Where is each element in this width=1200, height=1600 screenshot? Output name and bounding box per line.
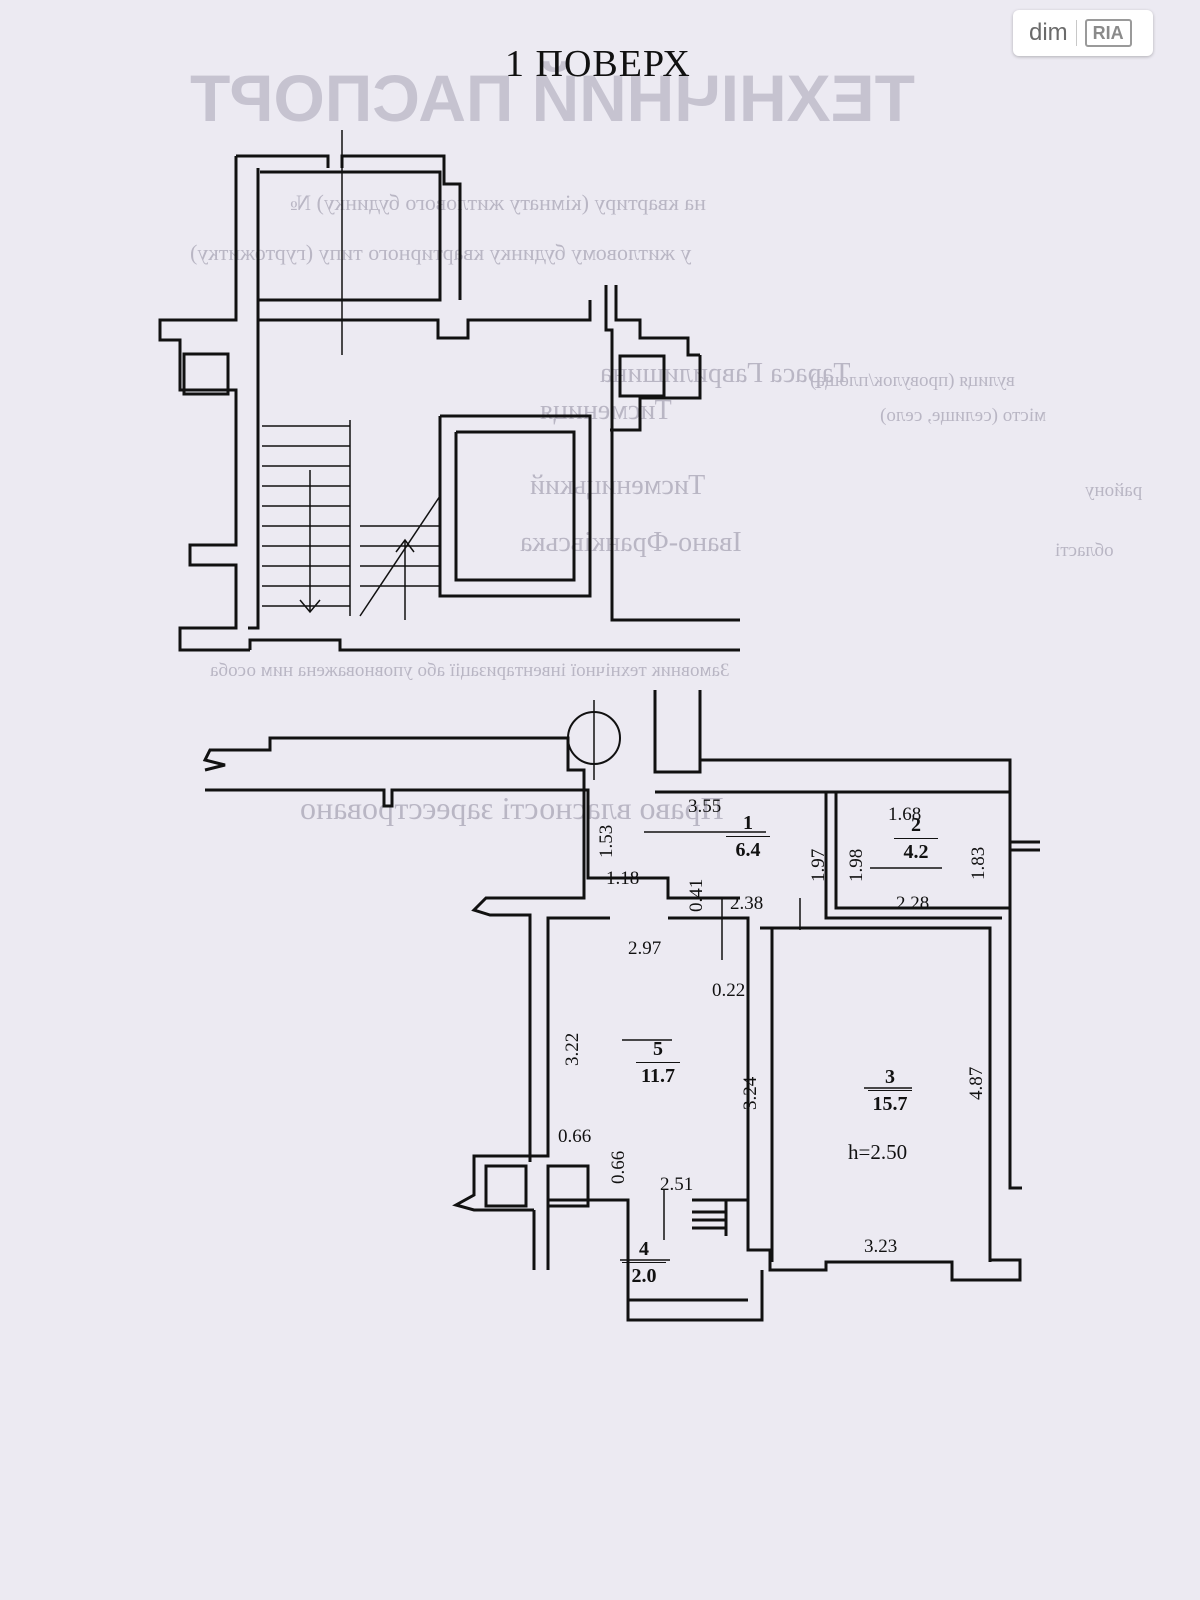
room-number: 5	[636, 1036, 680, 1063]
dimension-label: 4.87	[966, 1066, 987, 1100]
room-4-label: 4 2.0	[614, 1236, 674, 1289]
dimension-label: 1.83	[968, 846, 989, 880]
dim-ria-logo: dim RIA	[1013, 10, 1153, 56]
floor-title: 1 ПОВЕРХ	[505, 43, 691, 85]
dimension-label: 2.97	[628, 938, 662, 959]
dimension-label: 2.51	[660, 1174, 694, 1195]
dimension-label: 0.66	[558, 1126, 592, 1147]
room-area: 15.7	[872, 1093, 908, 1115]
dimension-label: 1.98	[846, 848, 867, 882]
room-1-label: 1 6.4	[718, 810, 778, 863]
dimension-lines	[341, 130, 942, 1261]
dimension-label: 2.28	[896, 893, 930, 914]
ceiling-height: h=2.50	[848, 1140, 908, 1164]
dimension-label: 1.53	[596, 824, 617, 858]
room-area: 11.7	[641, 1065, 675, 1087]
room-2-label: 2 4.2	[886, 812, 946, 865]
stairwell-walls	[158, 154, 740, 652]
dimension-label: 0.41	[686, 878, 707, 912]
dimension-label: 0.22	[712, 980, 746, 1001]
brand-secondary: RIA	[1084, 19, 1132, 47]
dimension-label: 3.55	[688, 796, 722, 817]
dimension-label: 1.18	[606, 868, 640, 889]
vent-shafts	[182, 352, 666, 1208]
dimension-label: 3.22	[562, 1032, 583, 1066]
room-area: 2.0	[631, 1265, 657, 1287]
brand-divider	[1075, 20, 1077, 46]
dimension-label: 3.24	[740, 1076, 761, 1110]
room-number: 1	[726, 810, 770, 837]
stairs	[262, 420, 441, 620]
apartment-walls	[202, 690, 1040, 1322]
dimension-label: 2.38	[730, 893, 764, 914]
room-number: 4	[622, 1236, 666, 1263]
dimension-label: 1.68	[888, 804, 922, 825]
brand-text: dim	[1029, 19, 1068, 46]
room-area: 6.4	[735, 839, 761, 861]
dimension-label: 0.66	[608, 1150, 629, 1184]
room-area: 4.2	[903, 841, 929, 863]
room-3-label: 3 15.7	[860, 1064, 920, 1117]
room-5-label: 5 11.7	[628, 1036, 688, 1089]
room-number: 3	[868, 1064, 912, 1091]
dimension-label: 1.97	[808, 848, 829, 882]
dimension-label: 3.23	[864, 1236, 898, 1257]
